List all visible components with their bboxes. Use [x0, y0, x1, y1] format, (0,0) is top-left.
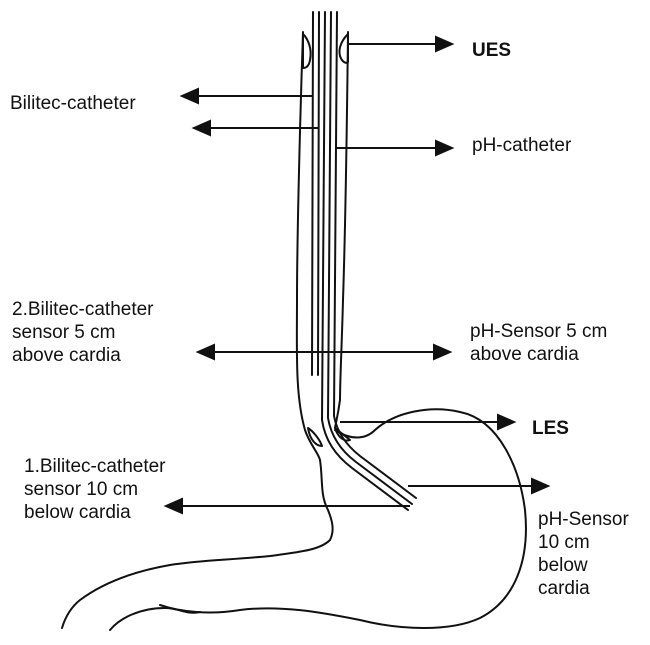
- ues-label: UES: [472, 39, 511, 62]
- ph-sensor-5cm-label: pH-Sensor 5 cm above cardia: [470, 320, 607, 366]
- ph-catheter-line-b: [328, 12, 412, 504]
- ph-sensor-10cm-label: pH-Sensor 10 cm below cardia: [538, 508, 629, 600]
- bilitec-catheter-line-a: [312, 12, 313, 375]
- stomach-outer: [160, 409, 526, 628]
- les-label: LES: [532, 417, 569, 440]
- ph-catheter-label: pH-catheter: [472, 134, 571, 157]
- bilitec-catheter-arrow-head: [182, 89, 198, 103]
- ph-catheter-line-c: [334, 12, 416, 498]
- bilitec-catheter-arrow-2-head: [194, 121, 210, 135]
- ues-left-bump: [303, 34, 311, 68]
- bilitec-sensor-10cm-label: 1.Bilitec-catheter sensor 10 cm below ca…: [24, 455, 166, 524]
- sensor-5cm-arrow-right-head: [434, 345, 450, 359]
- ph-catheter-arrow-head: [436, 141, 452, 155]
- bilitec-sensor-10cm-arrow-head: [166, 499, 182, 513]
- les-arrow-head: [498, 415, 514, 429]
- ues-arrow-head: [436, 37, 452, 51]
- antrum-fold: [110, 608, 200, 630]
- sensor-5cm-arrow-left-head: [198, 345, 214, 359]
- bilitec-sensor-5cm-label: 2.Bilitec-catheter sensor 5 cm above car…: [12, 298, 154, 367]
- ph-sensor-10cm-arrow-head: [532, 479, 548, 493]
- bilitec-catheter-line-b: [318, 12, 319, 375]
- bilitec-catheter-label: Bilitec-catheter: [10, 92, 136, 115]
